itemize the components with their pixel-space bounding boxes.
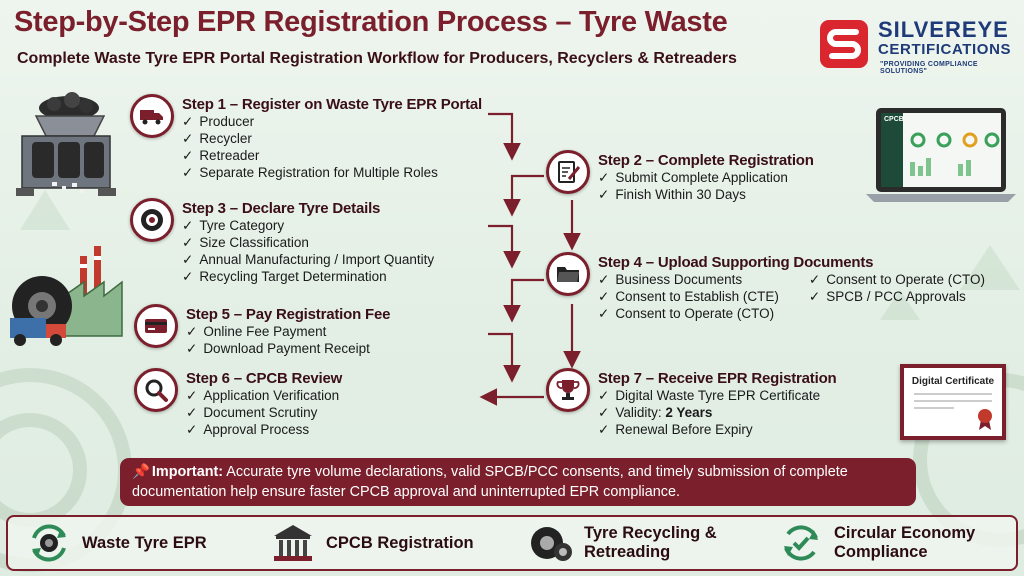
- step-4-title: Step 4 – Upload Supporting Documents: [598, 254, 874, 271]
- step-3-icon-circle: [130, 198, 174, 242]
- important-note: 📌Important: Accurate tyre volume declara…: [120, 458, 916, 506]
- step-5-title: Step 5 – Pay Registration Fee: [186, 306, 391, 323]
- certificate-seal-icon: [978, 409, 992, 430]
- footer-bar: Waste Tyre EPR CPCB Registration Tyre Re…: [6, 515, 1018, 571]
- step-6-title: Step 6 – CPCB Review: [186, 370, 343, 387]
- step-1-item: Retreader: [182, 147, 482, 164]
- footer-item-cpcb-registration: CPCB Registration: [270, 517, 474, 569]
- step-6-item: Application Verification: [186, 387, 342, 404]
- step-1-item: Producer: [182, 113, 482, 130]
- step-2-item: Finish Within 30 Days: [598, 186, 814, 203]
- step-6-item: Approval Process: [186, 421, 342, 438]
- digital-certificate-illustration: Digital Certificate: [900, 364, 1006, 440]
- step-4-icon-circle: [546, 252, 590, 296]
- step-7-icon-circle: [546, 368, 590, 412]
- government-building-icon: [274, 525, 312, 561]
- step-3-title: Step 3 – Declare Tyre Details: [182, 200, 381, 217]
- step-3-item: Size Classification: [182, 234, 434, 251]
- step-1-item: Separate Registration for Multiple Roles: [182, 164, 482, 181]
- footer-item-waste-tyre-epr: Waste Tyre EPR: [26, 517, 207, 569]
- trophy-icon: [556, 380, 580, 400]
- step-2-title: Step 2 – Complete Registration: [598, 152, 814, 169]
- step-1-title: Step 1 – Register on Waste Tyre EPR Port…: [182, 96, 483, 113]
- important-label: Important:: [151, 464, 224, 480]
- card-icon: [145, 319, 167, 333]
- step-6: Step 6 – CPCB Review Application Verific…: [134, 368, 342, 438]
- step-6-item: Document Scrutiny: [186, 404, 342, 421]
- silvereye-logo-mark-icon: [820, 20, 868, 68]
- step-4-item: SPCB / PCC Approvals: [809, 288, 985, 305]
- step-2-item: Submit Complete Application: [598, 169, 814, 186]
- step-3-item: Annual Manufacturing / Import Quantity: [182, 251, 434, 268]
- svg-text:CPCB: CPCB: [884, 116, 904, 123]
- step-5-item: Download Payment Receipt: [186, 340, 390, 357]
- step-7-validity: Validity: 2 Years: [598, 404, 837, 421]
- step-7-item: Digital Waste Tyre EPR Certificate: [598, 387, 837, 404]
- step-3-item: Recycling Target Determination: [182, 268, 434, 285]
- page-title: Step-by-Step EPR Registration Process – …: [14, 6, 728, 38]
- step-4-item: Business Documents: [598, 271, 779, 288]
- step-4: Step 4 – Upload Supporting Documents Bus…: [546, 252, 985, 322]
- brand-tagline: "PROVIDING COMPLIANCE SOLUTIONS": [880, 61, 978, 75]
- form-icon: [558, 161, 581, 183]
- certificate-title: Digital Certificate: [911, 376, 995, 387]
- important-text: Accurate tyre volume declarations, valid…: [132, 464, 848, 500]
- step-5: Step 5 – Pay Registration Fee Online Fee…: [134, 304, 390, 357]
- tyre-shredder-illustration: [16, 92, 116, 196]
- footer-label: Circular Economy Compliance: [834, 524, 976, 561]
- footer-label: CPCB Registration: [326, 533, 474, 552]
- step-7-item: Renewal Before Expiry: [598, 421, 837, 438]
- step-2: Step 2 – Complete Registration Submit Co…: [546, 150, 814, 203]
- step-4-item: Consent to Operate (CTO): [809, 271, 985, 288]
- step-7-title: Step 7 – Receive EPR Registration: [598, 370, 837, 387]
- tyre-factory-illustration: [10, 246, 123, 346]
- footer-item-circular-economy: Circular Economy Compliance: [778, 517, 1004, 569]
- step-2-icon-circle: [546, 150, 590, 194]
- step-4-item: Consent to Establish (CTE): [598, 288, 779, 305]
- footer-item-tyre-recycling: Tyre Recycling & Retreading: [528, 517, 744, 569]
- footer-label: Waste Tyre EPR: [82, 533, 207, 552]
- step-5-item: Online Fee Payment: [186, 323, 390, 340]
- step-7: Step 7 – Receive EPR Registration Digita…: [546, 368, 837, 438]
- brand-subname: CERTIFICATIONS: [878, 41, 1012, 58]
- circular-check-icon: [784, 525, 818, 561]
- footer-label: Tyre Recycling & Retreading: [584, 524, 717, 561]
- step-1-icon-circle: [130, 94, 174, 138]
- silvereye-logo: SILVEREYE CERTIFICATIONS "PROVIDING COMP…: [818, 16, 1018, 75]
- step-1: Step 1 – Register on Waste Tyre EPR Port…: [130, 94, 482, 181]
- cpcb-portal-laptop-illustration: CPCB: [866, 108, 1016, 202]
- step-6-icon-circle: [134, 368, 178, 412]
- magnifier-icon: [145, 379, 168, 402]
- tyres-icon: [531, 527, 572, 561]
- step-3-item: Tyre Category: [182, 217, 434, 234]
- truck-icon: [140, 110, 163, 125]
- pin-icon: 📌: [132, 464, 150, 480]
- tyre-icon: [141, 209, 163, 231]
- page-subtitle: Complete Waste Tyre EPR Portal Registrat…: [17, 50, 737, 67]
- step-3: Step 3 – Declare Tyre Details Tyre Categ…: [130, 198, 434, 285]
- step-4-item: Consent to Operate (CTO): [598, 305, 779, 322]
- step-1-item: Recycler: [182, 130, 482, 147]
- brand-name: SILVEREYE: [878, 17, 1009, 42]
- validity-value: 2 Years: [665, 405, 713, 420]
- folder-icon: [557, 267, 579, 282]
- tyre-recycle-icon: [32, 524, 66, 562]
- step-5-icon-circle: [134, 304, 178, 348]
- validity-label: Validity:: [615, 405, 666, 420]
